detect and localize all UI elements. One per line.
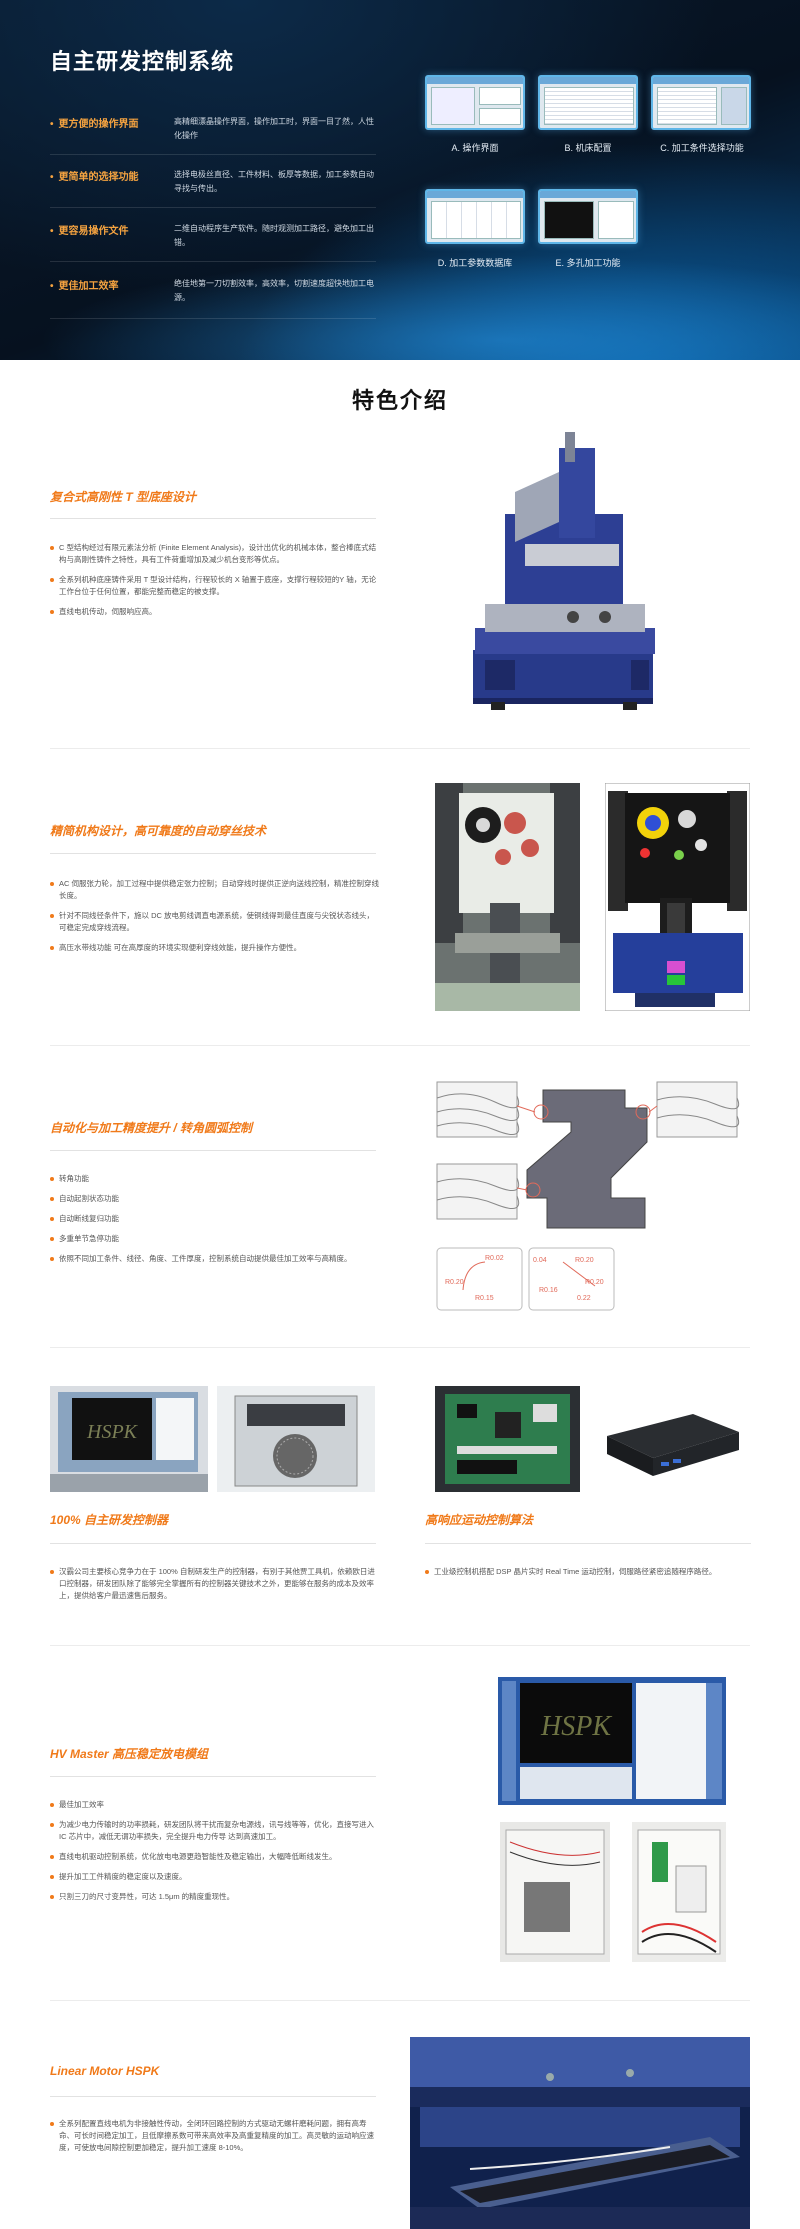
- hero-feature-value: 选择电极丝直径、工件材料、板厚等数据，加工参数自动寻找与传出。: [174, 170, 374, 193]
- section-separator: [50, 748, 750, 749]
- hero-feature-key: 更佳加工效率: [50, 277, 119, 292]
- power-module-photo-1: [500, 1822, 610, 1962]
- corner-label: R0.20: [575, 1257, 594, 1264]
- bullet-list: 转角功能 自动起割状态功能 自动断线复归功能 多重单节急停功能 依照不同加工条件…: [50, 1173, 380, 1273]
- threading-mechanism-diagram: [605, 783, 750, 1011]
- hero-feature-value: 绝佳地第一刀切割效率，高效率，切割速度超快地加工电源。: [174, 279, 374, 302]
- t-base-machine-image: [473, 432, 655, 710]
- block-title: HV Master 高压稳定放电模组: [50, 1747, 209, 1761]
- hero-feature-value: 二维自动程序生产软件。随时观测加工路径，避免加工出错。: [174, 224, 374, 247]
- hero-feature-key: 更容易操作文件: [50, 222, 129, 237]
- section-separator: [50, 2000, 750, 2001]
- divider: [50, 518, 376, 519]
- list-item: 工业级控制机搭配 DSP 晶片实时 Real Time 运动控制，伺服路径紧密追…: [425, 1566, 750, 1578]
- screen-logo-text: HSPK: [86, 1421, 139, 1443]
- corner-label: R0.02: [485, 1255, 504, 1262]
- list-item: 针对不同线径条件下，施以 DC 放电剪线调直电源系统，使铜线得到最佳直度与尖锐状…: [50, 910, 380, 934]
- divider: [425, 1543, 751, 1544]
- hero-feature-key: 更方便的操作界面: [50, 115, 139, 130]
- screen-thumbnail-conditions[interactable]: [651, 75, 751, 130]
- hero-feature-row: 更方便的操作界面 高精细漂晶操作界面，操作加工时，界面一目了然，人性化操作: [50, 115, 376, 155]
- bullet-list: AC 伺服张力轮，加工过程中提供稳定张力控制；自动穿线时提供正逆向送线控制，精准…: [50, 878, 380, 962]
- list-item: 最佳加工效率: [50, 1799, 380, 1811]
- dsp-board-photo: [435, 1386, 580, 1492]
- hero-feature-row: 更佳加工效率 绝佳地第一刀切割效率，高效率，切割速度超快地加工电源。: [50, 277, 376, 319]
- hero-glow: [0, 240, 800, 360]
- list-item: 为减少电力传输时的功率损耗，研发团队将干扰而复杂电源线，讯号线等等，优化，直接写…: [50, 1819, 380, 1843]
- list-item: 全系列机种底座铸件采用 T 型设计结构，行程较长的 X 轴置于底座，支撑行程较短…: [50, 574, 380, 598]
- threading-mechanism-photo: [435, 783, 580, 1011]
- hero-title: 自主研发控制系统: [50, 49, 235, 74]
- controller-unit-photo: [217, 1386, 375, 1492]
- list-item: 提升加工工件精度的稳定度以及速度。: [50, 1871, 380, 1883]
- section-title: 特色介绍: [351, 388, 448, 413]
- block-title: 精简机构设计，高可靠度的自动穿丝技术: [50, 824, 267, 838]
- divider: [50, 2096, 376, 2097]
- controller-monitor-photo: HSPK: [50, 1386, 208, 1492]
- corner-control-diagram: R0.02 R0.20 R0.15 0.04 R0.20 R0.20 R0.16…: [436, 1081, 740, 1311]
- corner-label: 0.22: [577, 1295, 591, 1302]
- list-item: 自动起割状态功能: [50, 1193, 380, 1205]
- divider: [50, 1776, 376, 1777]
- block-title: 100% 自主研发控制器: [50, 1513, 169, 1527]
- corner-label: R0.15: [475, 1295, 494, 1302]
- list-item: 高压水带线功能 可在高厚度的环境实现便利穿线效能，提升操作方便性。: [50, 942, 380, 954]
- screen-logo-text: HSPK: [540, 1711, 612, 1742]
- screen-caption: B. 机床配置: [564, 143, 612, 153]
- list-item: 直线电机驱动控制系统，优化放电电源更趋智能性及稳定输出，大幅降低断线发生。: [50, 1851, 380, 1863]
- section-separator: [50, 1645, 750, 1646]
- bullet-list: 最佳加工效率 为减少电力传输时的功率损耗，研发团队将干扰而复杂电源线，讯号线等等…: [50, 1799, 380, 1911]
- divider: [50, 853, 376, 854]
- block-title: Linear Motor HSPK: [50, 2064, 160, 2078]
- screen-thumbnail-multi-hole[interactable]: [538, 189, 638, 244]
- industrial-pc-photo: [593, 1386, 750, 1492]
- corner-label: 0.04: [533, 1257, 547, 1264]
- bullet-list: 工业级控制机搭配 DSP 晶片实时 Real Time 运动控制，伺服路径紧密追…: [425, 1566, 750, 1586]
- list-item: 依照不同加工条件、线径、角度、工件厚度，控制系统自动提供最佳加工效率与高精度。: [50, 1253, 380, 1265]
- block-title: 自动化与加工精度提升 / 转角圆弧控制: [50, 1121, 253, 1135]
- linear-motor-photo: [410, 2037, 750, 2229]
- screen-caption: C. 加工条件选择功能: [660, 143, 744, 153]
- divider: [50, 1543, 376, 1544]
- block-title: 复合式高刚性 T 型底座设计: [50, 490, 196, 504]
- list-item: 全系列配置直线电机为非接触性传动，全闭环回路控制的方式驱动无螺杆磨耗问题，拥有高…: [50, 2118, 380, 2154]
- screen-thumbnail-database[interactable]: [425, 189, 525, 244]
- screen-caption: D. 加工参数数据库: [437, 258, 513, 268]
- list-item: 转角功能: [50, 1173, 380, 1185]
- divider: [50, 1150, 376, 1151]
- list-item: 只割三刀的尺寸变异性，可达 1.5μm 的精度重现性。: [50, 1891, 380, 1903]
- hero-banner: 自主研发控制系统 更方便的操作界面 高精细漂晶操作界面，操作加工时，界面一目了然…: [0, 0, 800, 360]
- hero-feature-value: 高精细漂晶操作界面，操作加工时，界面一目了然，人性化操作: [174, 117, 374, 140]
- bullet-list: 全系列配置直线电机为非接触性传动，全闭环回路控制的方式驱动无螺杆磨耗问题，拥有高…: [50, 2118, 380, 2162]
- section-separator: [50, 1347, 750, 1348]
- bullet-list: C 型结构经过有限元素法分析 (Finite Element Analysis)…: [50, 542, 380, 626]
- hero-feature-key: 更简单的选择功能: [50, 168, 139, 183]
- bullet-list: 汉霸公司主要核心竞争力在于 100% 自制研发生产的控制器，有别于其他贾工具机，…: [50, 1566, 380, 1610]
- corner-label: R0.20: [445, 1279, 464, 1286]
- hero-feature-row: 更容易操作文件 二维自动程序生产软件。随时观测加工路径，避免加工出错。: [50, 222, 376, 262]
- corner-label: R0.16: [539, 1287, 558, 1294]
- list-item: 自动断线复归功能: [50, 1213, 380, 1225]
- list-item: 多重单节急停功能: [50, 1233, 380, 1245]
- hero-feature-row: 更简单的选择功能 选择电极丝直径、工件材料、板厚等数据，加工参数自动寻找与传出。: [50, 168, 376, 208]
- list-item: 直线电机传动，伺服响应高。: [50, 606, 380, 618]
- screen-caption: E. 多孔加工功能: [555, 258, 621, 268]
- list-item: C 型结构经过有限元素法分析 (Finite Element Analysis)…: [50, 542, 380, 566]
- list-item: AC 伺服张力轮，加工过程中提供稳定张力控制；自动穿线时提供正逆向送线控制，精准…: [50, 878, 380, 902]
- section-separator: [50, 1045, 750, 1046]
- power-module-photo-2: [632, 1822, 726, 1962]
- block-title: 高响应运动控制算法: [425, 1513, 534, 1527]
- corner-label: R0.20: [585, 1279, 604, 1286]
- list-item: 汉霸公司主要核心竞争力在于 100% 自制研发生产的控制器，有别于其他贾工具机，…: [50, 1566, 380, 1602]
- screen-thumbnail-operation[interactable]: [425, 75, 525, 130]
- screen-thumbnail-machine-config[interactable]: [538, 75, 638, 130]
- screen-caption: A. 操作界面: [451, 143, 499, 153]
- hv-master-software-screen: HSPK: [498, 1677, 726, 1805]
